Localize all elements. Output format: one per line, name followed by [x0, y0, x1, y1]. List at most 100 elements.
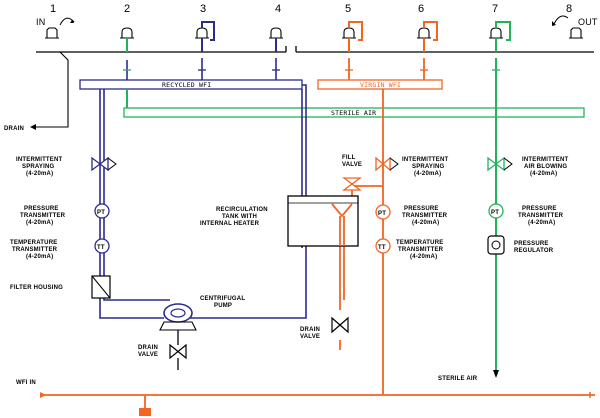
sterile-air-arrow-icon: [493, 370, 499, 378]
pump-body-icon: [163, 303, 193, 323]
tank-label-3: INTERNAL HEATER: [200, 221, 260, 227]
station-8-head-icon: [569, 27, 583, 39]
fill-valve-line1: FILL: [342, 155, 356, 161]
station-7-head-icon: [489, 27, 503, 39]
tt2-line1: TEMPERATURE: [396, 240, 443, 246]
pt3-tag: PT: [491, 210, 499, 216]
pt2-circle-icon: [375, 204, 391, 220]
centrifugal-pump: CENTRIFUGAL PUMP DRAIN VALVE: [138, 296, 245, 370]
station-7-label: 7: [492, 3, 498, 15]
pt1-tag: PT: [97, 210, 105, 216]
tt2-line2: TRANSMITTER: [398, 247, 444, 253]
station-6-label: 6: [418, 3, 424, 15]
pt2-line3: (4-20mA): [412, 220, 439, 226]
sterile-air-bar: [123, 107, 585, 118]
tt1-line1: TEMPERATURE: [10, 240, 57, 246]
fill-valve-line2: VALVE: [342, 162, 362, 168]
spray-1-line3: (4-20mA): [26, 171, 53, 177]
pump-label-2: PUMP: [214, 303, 232, 309]
tt2-circle-icon: [375, 238, 391, 254]
wfi-in-arrow-icon: [40, 392, 46, 398]
station-5-head-icon: [342, 27, 356, 39]
station-header: 1 2 3 4 5 6 7 8 IN OUT: [36, 3, 598, 53]
pt1-line2: TRANSMITTER: [20, 213, 66, 219]
spray-2-line3: (4-20mA): [414, 171, 441, 177]
tt2-tag: TT: [378, 245, 386, 251]
spray-valve-1-actuator-icon: [107, 157, 117, 171]
station-3-head-icon: [195, 27, 209, 39]
air-line3: (4-20mA): [530, 171, 557, 177]
pt2-tag: PT: [378, 211, 386, 217]
out-label: OUT: [578, 17, 598, 27]
pt3-line3: (4-20mA): [528, 220, 555, 226]
tank-label-1: RECIRCULATION: [216, 207, 268, 213]
tt1-line3: (4-20mA): [26, 254, 53, 260]
out-arrowhead-icon: [552, 21, 556, 26]
pt1-circle-icon: [94, 203, 110, 219]
recycled-return-line: [99, 89, 164, 319]
virgin-branch: FILL VALVE INTERMITTENT SPRAYING (4-20mA…: [16, 155, 449, 398]
recycled-wfi-piping: [99, 58, 307, 319]
sterile-air-in-label: STERILE AIR: [438, 376, 478, 382]
drain-label: DRAIN: [4, 126, 24, 132]
tank-body-icon: [287, 195, 359, 247]
pt1-line3: (4-20mA): [26, 220, 53, 226]
air-valve-actuator-icon: [503, 157, 513, 171]
tank-spray-icon: [331, 203, 353, 218]
spray-2-line2: SPRAYING: [412, 164, 445, 170]
spray-1-line1: INTERMITTENT: [16, 157, 63, 163]
pt3-circle-icon: [488, 203, 504, 219]
pt2-line1: PRESSURE: [404, 206, 439, 212]
drain-valve-1-line1: DRAIN: [138, 345, 158, 351]
spray-2-line1: INTERMITTENT: [402, 157, 449, 163]
virgin-wfi-label: VIRGIN WFI: [360, 81, 401, 89]
drain-valve-1-icon: [169, 343, 187, 360]
left-branch: INTERMITTENT SPRAYING (4-20mA) PT PRESSU…: [10, 156, 117, 299]
station-2-label: 2: [124, 3, 130, 15]
station-3-label: 3: [200, 3, 206, 15]
pump-label-1: CENTRIFUGAL: [200, 296, 245, 302]
in-rotation-arrow-icon: [59, 17, 75, 26]
recirculation-tank: RECIRCULATION TANK WITH INTERNAL HEATER: [200, 195, 359, 247]
air-line2: AIR BLOWING: [524, 164, 567, 170]
in-arrowhead-icon: [70, 20, 74, 23]
drain-valve-1-line2: VALVE: [138, 352, 158, 358]
station-5-hook: [348, 21, 363, 41]
pt3-line2: TRANSMITTER: [518, 213, 564, 219]
drain-tray: DRAIN: [4, 51, 69, 132]
wfi-in-label: WFI IN: [16, 380, 36, 386]
sterile-branch: INTERMITTENT AIR BLOWING (4-20mA) PT PRE…: [487, 156, 569, 255]
pt2-line2: TRANSMITTER: [402, 213, 448, 219]
station-6-hook: [423, 21, 438, 41]
station-4-head-icon: [269, 27, 283, 39]
tt1-line2: TRANSMITTER: [12, 247, 58, 253]
station-3-hook: [201, 21, 215, 41]
tank-label-2: TANK WITH: [222, 214, 257, 220]
regulator-line1: PRESSURE: [514, 241, 549, 247]
header-bars: RECYCLED WFI VIRGIN WFI STERILE AIR: [79, 79, 585, 118]
air-line1: INTERMITTENT: [522, 157, 569, 163]
virgin-wfi-bar: [317, 79, 443, 90]
station-6-head-icon: [417, 27, 431, 39]
spray-valve-2-actuator-icon: [389, 157, 399, 171]
pt1-line1: PRESSURE: [24, 206, 59, 212]
station-1-label: 1: [50, 3, 56, 15]
station-4-label: 4: [275, 3, 281, 15]
tank-feed-line: [190, 84, 307, 319]
station-8-label: 8: [566, 3, 572, 15]
tt2-line3: (4-20mA): [410, 254, 437, 260]
sterile-air-label: STERILE AIR: [331, 109, 376, 117]
drain-arrow-icon: [30, 124, 36, 130]
drain-line: [36, 51, 69, 128]
station-2-head-icon: [120, 27, 134, 39]
recycled-wfi-label: RECYCLED WFI: [162, 81, 211, 89]
tt1-circle-icon: [94, 238, 110, 254]
drain-valve-2-line2: VALVE: [300, 334, 320, 340]
wfi-in-flange: [139, 408, 151, 416]
out-rotation-arrow-icon: [553, 15, 569, 25]
station-5-label: 5: [345, 3, 351, 15]
drain-valve-2-line1: DRAIN: [300, 327, 320, 333]
station-7-hook: [495, 21, 511, 41]
